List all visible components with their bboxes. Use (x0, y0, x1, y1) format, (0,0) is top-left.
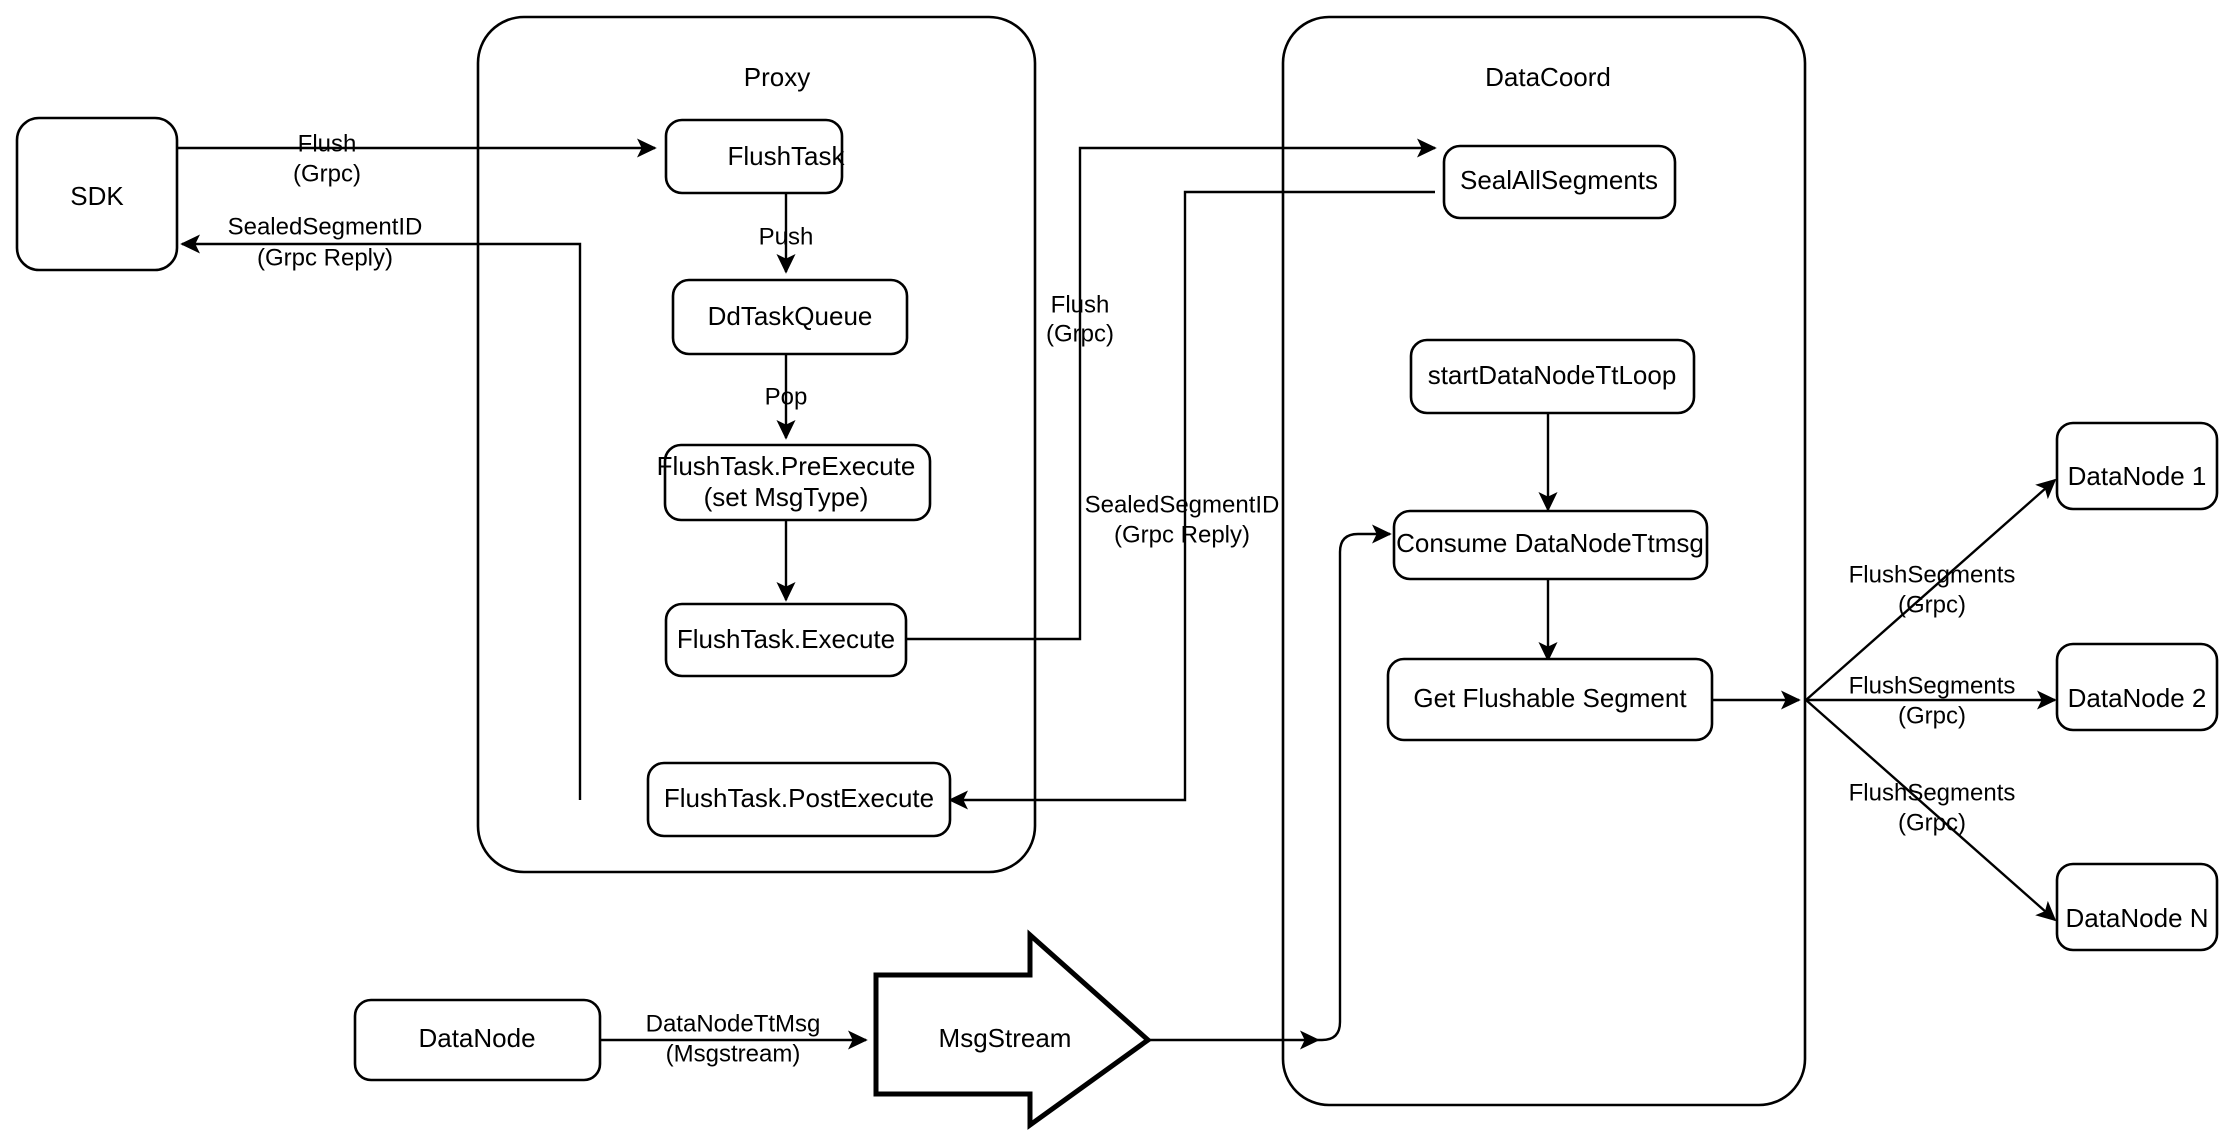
get-flushable-segment-box[interactable] (1386, 657, 1714, 742)
edge-label-flush-datanode2: FlushSegments (Grpc) (1849, 672, 2016, 729)
datanode-1-box[interactable] (2055, 421, 2219, 511)
node-datanode-1[interactable]: DataNode 1 (2055, 421, 2219, 511)
node-msgstream[interactable]: MsgStream (873, 929, 1152, 1130)
edge-label-flushsegments2-line2: (Grpc) (1898, 702, 1966, 729)
datanode-1-label: DataNode 1 (2068, 461, 2207, 491)
edge-label-datanode-to-msgstream: DataNodeTtMsg (Msgstream) (646, 1010, 821, 1067)
edge-label-flushsegmentsn-line2: (Grpc) (1898, 809, 1966, 836)
startdatanodettloop-label: startDataNodeTtLoop (1428, 360, 1677, 390)
node-startdatanodettloop[interactable]: startDataNodeTtLoop (1409, 338, 1696, 415)
edge-hub-to-datanoden (1805, 699, 2057, 922)
edge-label-sealedsegmentid2-line1: SealedSegmentID (1085, 491, 1280, 518)
preexecute-box[interactable] (663, 443, 932, 522)
execute-label: FlushTask.Execute (677, 624, 895, 654)
edge-label-flush-line2: (Grpc) (293, 160, 361, 187)
edge-datacoord-stream-to-consume (1318, 524, 1392, 1042)
node-datanode-n[interactable]: DataNode N (2055, 862, 2219, 952)
edge-label-proxy-to-datacoord: Flush (Grpc) (1046, 291, 1114, 347)
consume-datanodettmsg-label: Consume DataNodeTtmsg (1396, 528, 1704, 558)
startdatanodettloop-box[interactable] (1409, 338, 1696, 415)
node-flushtask-execute[interactable]: FlushTask.Execute (664, 602, 908, 678)
edge-label-flush-datanode1: FlushSegments (Grpc) (1849, 561, 2016, 618)
get-flushable-segment-label: Get Flushable Segment (1413, 683, 1687, 713)
preexecute-label-line1: FlushTask.PreExecute (657, 451, 916, 481)
edge-label-pop-text: Pop (765, 383, 808, 410)
edge-label-flushsegments1-line2: (Grpc) (1898, 591, 1966, 618)
flushtask-label: FlushTask (727, 141, 845, 171)
edge-label-flush-datanoden: FlushSegments (Grpc) (1849, 779, 2016, 836)
edge-execute-to-sealallsegments (906, 138, 1437, 641)
node-flushtask[interactable]: FlushTask (664, 118, 846, 195)
execute-box[interactable] (664, 602, 908, 678)
node-datanode-2[interactable]: DataNode 2 (2055, 642, 2219, 732)
edge-sealallsegments-to-postexecute (948, 190, 1435, 810)
node-flushtask-preexecute[interactable]: FlushTask.PreExecute (set MsgType) (657, 443, 932, 522)
edge-label-sealedsegmentid-line2: (Grpc Reply) (257, 244, 393, 271)
edge-label-sealedsegmentid2-line2: (Grpc Reply) (1114, 521, 1250, 548)
proxy-container-label: Proxy (744, 62, 810, 92)
edge-label-flush-grpc-line2: (Grpc) (1046, 320, 1114, 347)
edge-label-pop: Pop (765, 383, 808, 410)
edge-label-flush-grpc-line1: Flush (1051, 291, 1110, 318)
msgstream-label: MsgStream (939, 1023, 1072, 1053)
node-consume-datanodettmsg[interactable]: Consume DataNodeTtmsg (1392, 509, 1709, 581)
sealallsegments-box[interactable] (1442, 144, 1677, 220)
edge-postexecute-to-sdk (180, 234, 582, 800)
edge-label-datanodettmsg-line1: DataNodeTtMsg (646, 1010, 821, 1037)
edge-label-flushsegments1-line1: FlushSegments (1849, 561, 2016, 588)
edge-label-push: Push (759, 223, 814, 250)
edge-label-datacoord-to-proxy: SealedSegmentID (Grpc Reply) (1085, 491, 1280, 548)
edge-label-flushsegmentsn-line1: FlushSegments (1849, 779, 2016, 806)
node-get-flushable-segment[interactable]: Get Flushable Segment (1386, 657, 1714, 742)
ddtaskqueue-box[interactable] (671, 278, 909, 356)
datanode-2-label: DataNode 2 (2068, 683, 2207, 713)
edge-label-push-text: Push (759, 223, 814, 250)
sdk-box[interactable] (15, 116, 179, 272)
datanode-bottom-label: DataNode (418, 1023, 535, 1053)
datanode-bottom-box[interactable] (353, 998, 602, 1082)
consume-datanodettmsg-box[interactable] (1392, 509, 1709, 581)
edge-label-proxy-to-sdk: SealedSegmentID (Grpc Reply) (228, 213, 423, 271)
edge-label-flush-line1: Flush (298, 130, 357, 157)
edge-label-sealedsegmentid-line1: SealedSegmentID (228, 213, 423, 240)
node-flushtask-postexecute[interactable]: FlushTask.PostExecute (646, 761, 952, 838)
postexecute-label: FlushTask.PostExecute (664, 783, 934, 813)
datacoord-container-label: DataCoord (1485, 62, 1611, 92)
postexecute-box[interactable] (646, 761, 952, 838)
edge-label-sdk-to-proxy: Flush (Grpc) (293, 130, 361, 187)
sdk-label: SDK (70, 181, 124, 211)
edge-label-datanodettmsg-line2: (Msgstream) (666, 1040, 801, 1067)
datanode-n-label: DataNode N (2065, 903, 2208, 933)
ddtaskqueue-label: DdTaskQueue (708, 301, 873, 331)
sealallsegments-label: SealAllSegments (1460, 165, 1658, 195)
preexecute-label-line2: (set MsgType) (704, 482, 869, 512)
datanode-2-box[interactable] (2055, 642, 2219, 732)
node-sealallsegments[interactable]: SealAllSegments (1442, 144, 1677, 220)
msgstream-arrow-shape[interactable] (873, 929, 1152, 1130)
node-ddtaskqueue[interactable]: DdTaskQueue (671, 278, 909, 356)
node-datanode-bottom[interactable]: DataNode (353, 998, 602, 1082)
edge-label-flushsegments2-line1: FlushSegments (1849, 672, 2016, 699)
edge-hub-to-datanode1 (1805, 478, 2057, 701)
flushtask-box[interactable] (664, 118, 844, 195)
datanode-n-box[interactable] (2055, 862, 2219, 952)
node-sdk[interactable]: SDK (15, 116, 179, 272)
